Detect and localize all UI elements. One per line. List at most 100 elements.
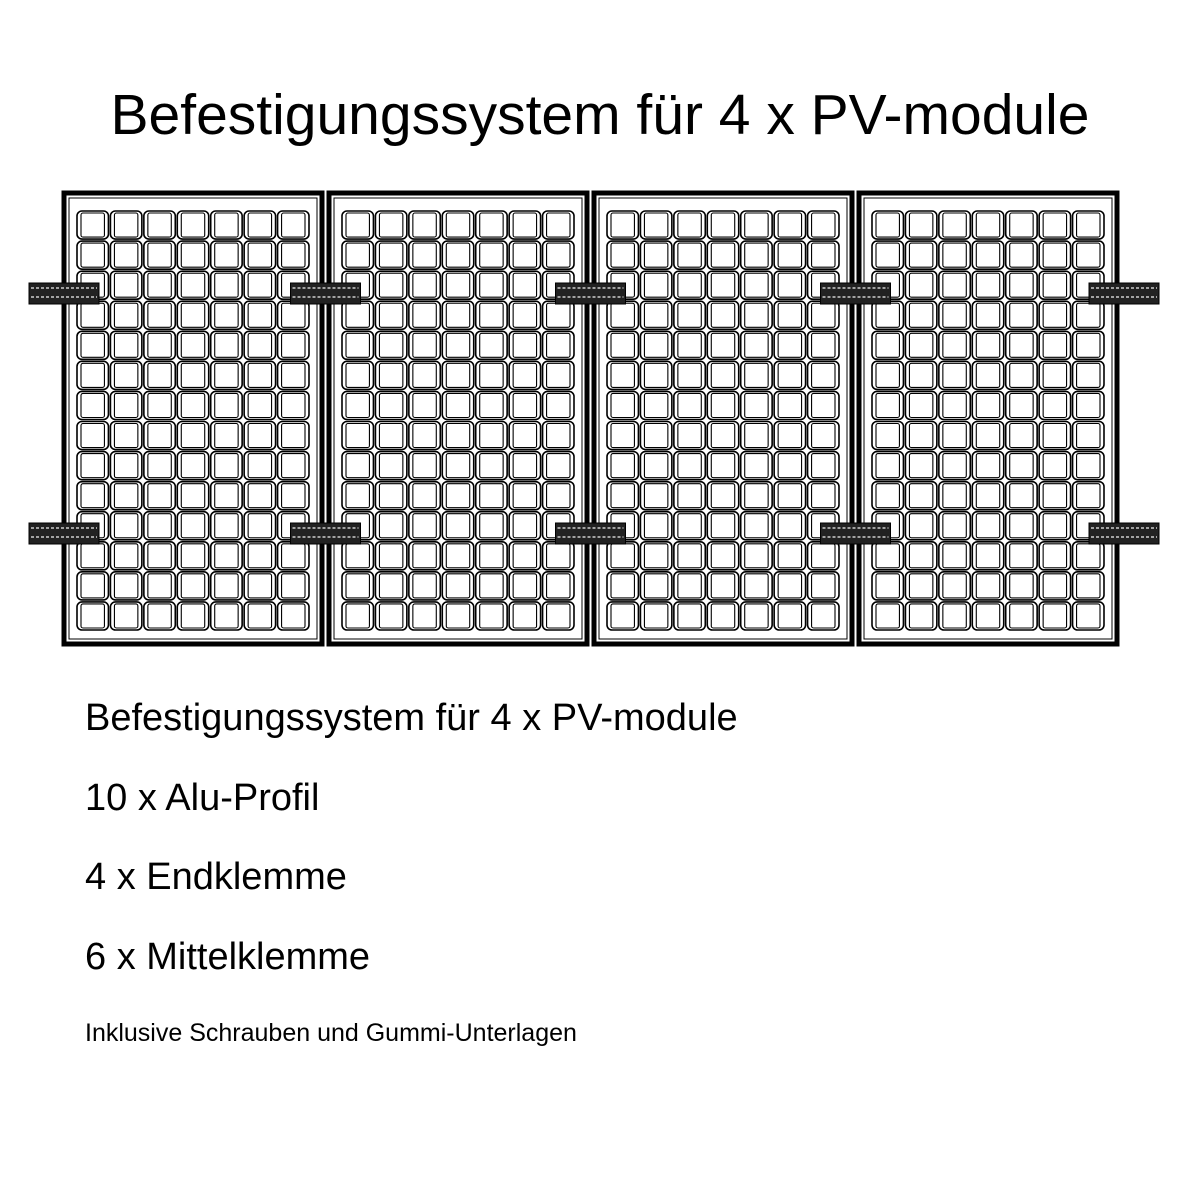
solar-cell-inner bbox=[643, 362, 669, 388]
solar-cell bbox=[904, 540, 938, 571]
solar-cell-inner bbox=[378, 483, 404, 509]
solar-cell bbox=[739, 571, 773, 601]
solar-cell-inner bbox=[180, 302, 206, 328]
solar-cell bbox=[639, 601, 673, 631]
solar-cell bbox=[1071, 601, 1105, 631]
solar-cell bbox=[1038, 360, 1072, 391]
solar-cell-inner bbox=[1076, 603, 1101, 629]
solar-cell-inner bbox=[811, 332, 836, 358]
solar-cell-inner bbox=[710, 422, 736, 449]
solar-cell bbox=[639, 240, 673, 270]
solar-cell bbox=[508, 450, 542, 481]
solar-cell-inner bbox=[710, 272, 736, 298]
solar-cell-inner bbox=[1009, 302, 1034, 328]
solar-cell-inner bbox=[643, 513, 669, 539]
solar-cell bbox=[673, 480, 707, 511]
solar-cell-inner bbox=[744, 483, 769, 509]
solar-cell bbox=[474, 601, 508, 631]
solar-cell-inner bbox=[378, 543, 404, 569]
solar-cell-inner bbox=[1076, 573, 1101, 599]
solar-cell-inner bbox=[777, 302, 803, 328]
solar-cell-inner bbox=[643, 422, 669, 449]
solar-cell bbox=[606, 601, 640, 631]
solar-cell bbox=[739, 300, 773, 331]
solar-cell-inner bbox=[247, 603, 273, 629]
solar-cell bbox=[639, 300, 673, 331]
solar-cell bbox=[1038, 390, 1072, 421]
solar-cell-inner bbox=[643, 392, 669, 419]
solar-cell bbox=[76, 571, 110, 601]
solar-cell bbox=[541, 450, 575, 481]
solar-cell bbox=[341, 240, 375, 270]
solar-cell-inner bbox=[643, 212, 669, 238]
solar-cell bbox=[938, 540, 972, 571]
solar-cell bbox=[1071, 540, 1105, 571]
solar-cell bbox=[541, 360, 575, 391]
solar-cell-inner bbox=[975, 362, 1001, 388]
solar-cell-inner bbox=[942, 573, 967, 599]
solar-cell bbox=[441, 480, 475, 511]
solar-cell bbox=[673, 420, 707, 451]
solar-cell-inner bbox=[610, 573, 635, 599]
solar-cell bbox=[971, 330, 1005, 361]
solar-cell-inner bbox=[777, 543, 803, 569]
solar-cell bbox=[971, 390, 1005, 421]
solar-cell bbox=[541, 330, 575, 361]
solar-cell bbox=[706, 270, 740, 301]
solar-cell bbox=[76, 540, 110, 571]
contents-item-end-clamp: 4 x Endklemme bbox=[85, 856, 347, 898]
solar-cell bbox=[806, 480, 840, 511]
solar-cell-inner bbox=[908, 543, 934, 569]
solar-cell-inner bbox=[345, 453, 370, 479]
solar-cell-inner bbox=[378, 302, 404, 328]
solar-cell bbox=[508, 390, 542, 421]
solar-cell bbox=[871, 540, 905, 571]
solar-cell bbox=[441, 360, 475, 391]
solar-cell bbox=[143, 601, 177, 631]
solar-cell bbox=[243, 571, 277, 601]
solar-cell-inner bbox=[942, 603, 967, 629]
solar-cell bbox=[773, 571, 807, 601]
solar-cell-inner bbox=[247, 513, 273, 539]
solar-cell bbox=[904, 240, 938, 270]
solar-cell bbox=[1004, 571, 1038, 601]
solar-cell-inner bbox=[610, 422, 635, 449]
solar-cell bbox=[541, 420, 575, 451]
solar-cell-inner bbox=[546, 392, 571, 419]
solar-cell-inner bbox=[80, 422, 105, 449]
solar-cell-inner bbox=[875, 603, 900, 629]
solar-cell bbox=[143, 450, 177, 481]
solar-cell bbox=[706, 601, 740, 631]
solar-cell-inner bbox=[942, 513, 967, 539]
solar-cell-inner bbox=[147, 453, 172, 479]
solar-cell-inner bbox=[412, 392, 437, 419]
solar-cell bbox=[176, 390, 210, 421]
solar-cell-inner bbox=[942, 543, 967, 569]
solar-cell bbox=[673, 540, 707, 571]
contents-item-system: Befestigungssystem für 4 x PV-module bbox=[85, 697, 738, 739]
solar-cell bbox=[474, 360, 508, 391]
solar-cell-inner bbox=[512, 603, 538, 629]
solar-cell-inner bbox=[677, 392, 702, 419]
solar-cell-inner bbox=[811, 483, 836, 509]
solar-cell bbox=[806, 450, 840, 481]
solar-cell-inner bbox=[811, 362, 836, 388]
solar-cell bbox=[706, 210, 740, 240]
solar-cell bbox=[341, 300, 375, 331]
solar-cell-inner bbox=[281, 362, 306, 388]
solar-cell bbox=[938, 360, 972, 391]
solar-cell-inner bbox=[610, 453, 635, 479]
solar-cell bbox=[1038, 571, 1072, 601]
solar-cell-inner bbox=[412, 422, 437, 449]
solar-cell bbox=[143, 300, 177, 331]
solar-cell-inner bbox=[445, 453, 471, 479]
solar-cell bbox=[341, 360, 375, 391]
solar-cell-inner bbox=[1042, 332, 1068, 358]
pv-panel-inner-frame bbox=[68, 197, 318, 640]
solar-cell-inner bbox=[247, 392, 273, 419]
solar-cell-inner bbox=[908, 212, 934, 238]
solar-cell-inner bbox=[345, 362, 370, 388]
solar-cell bbox=[673, 510, 707, 541]
solar-cell-inner bbox=[1009, 483, 1034, 509]
solar-cell-inner bbox=[710, 573, 736, 599]
